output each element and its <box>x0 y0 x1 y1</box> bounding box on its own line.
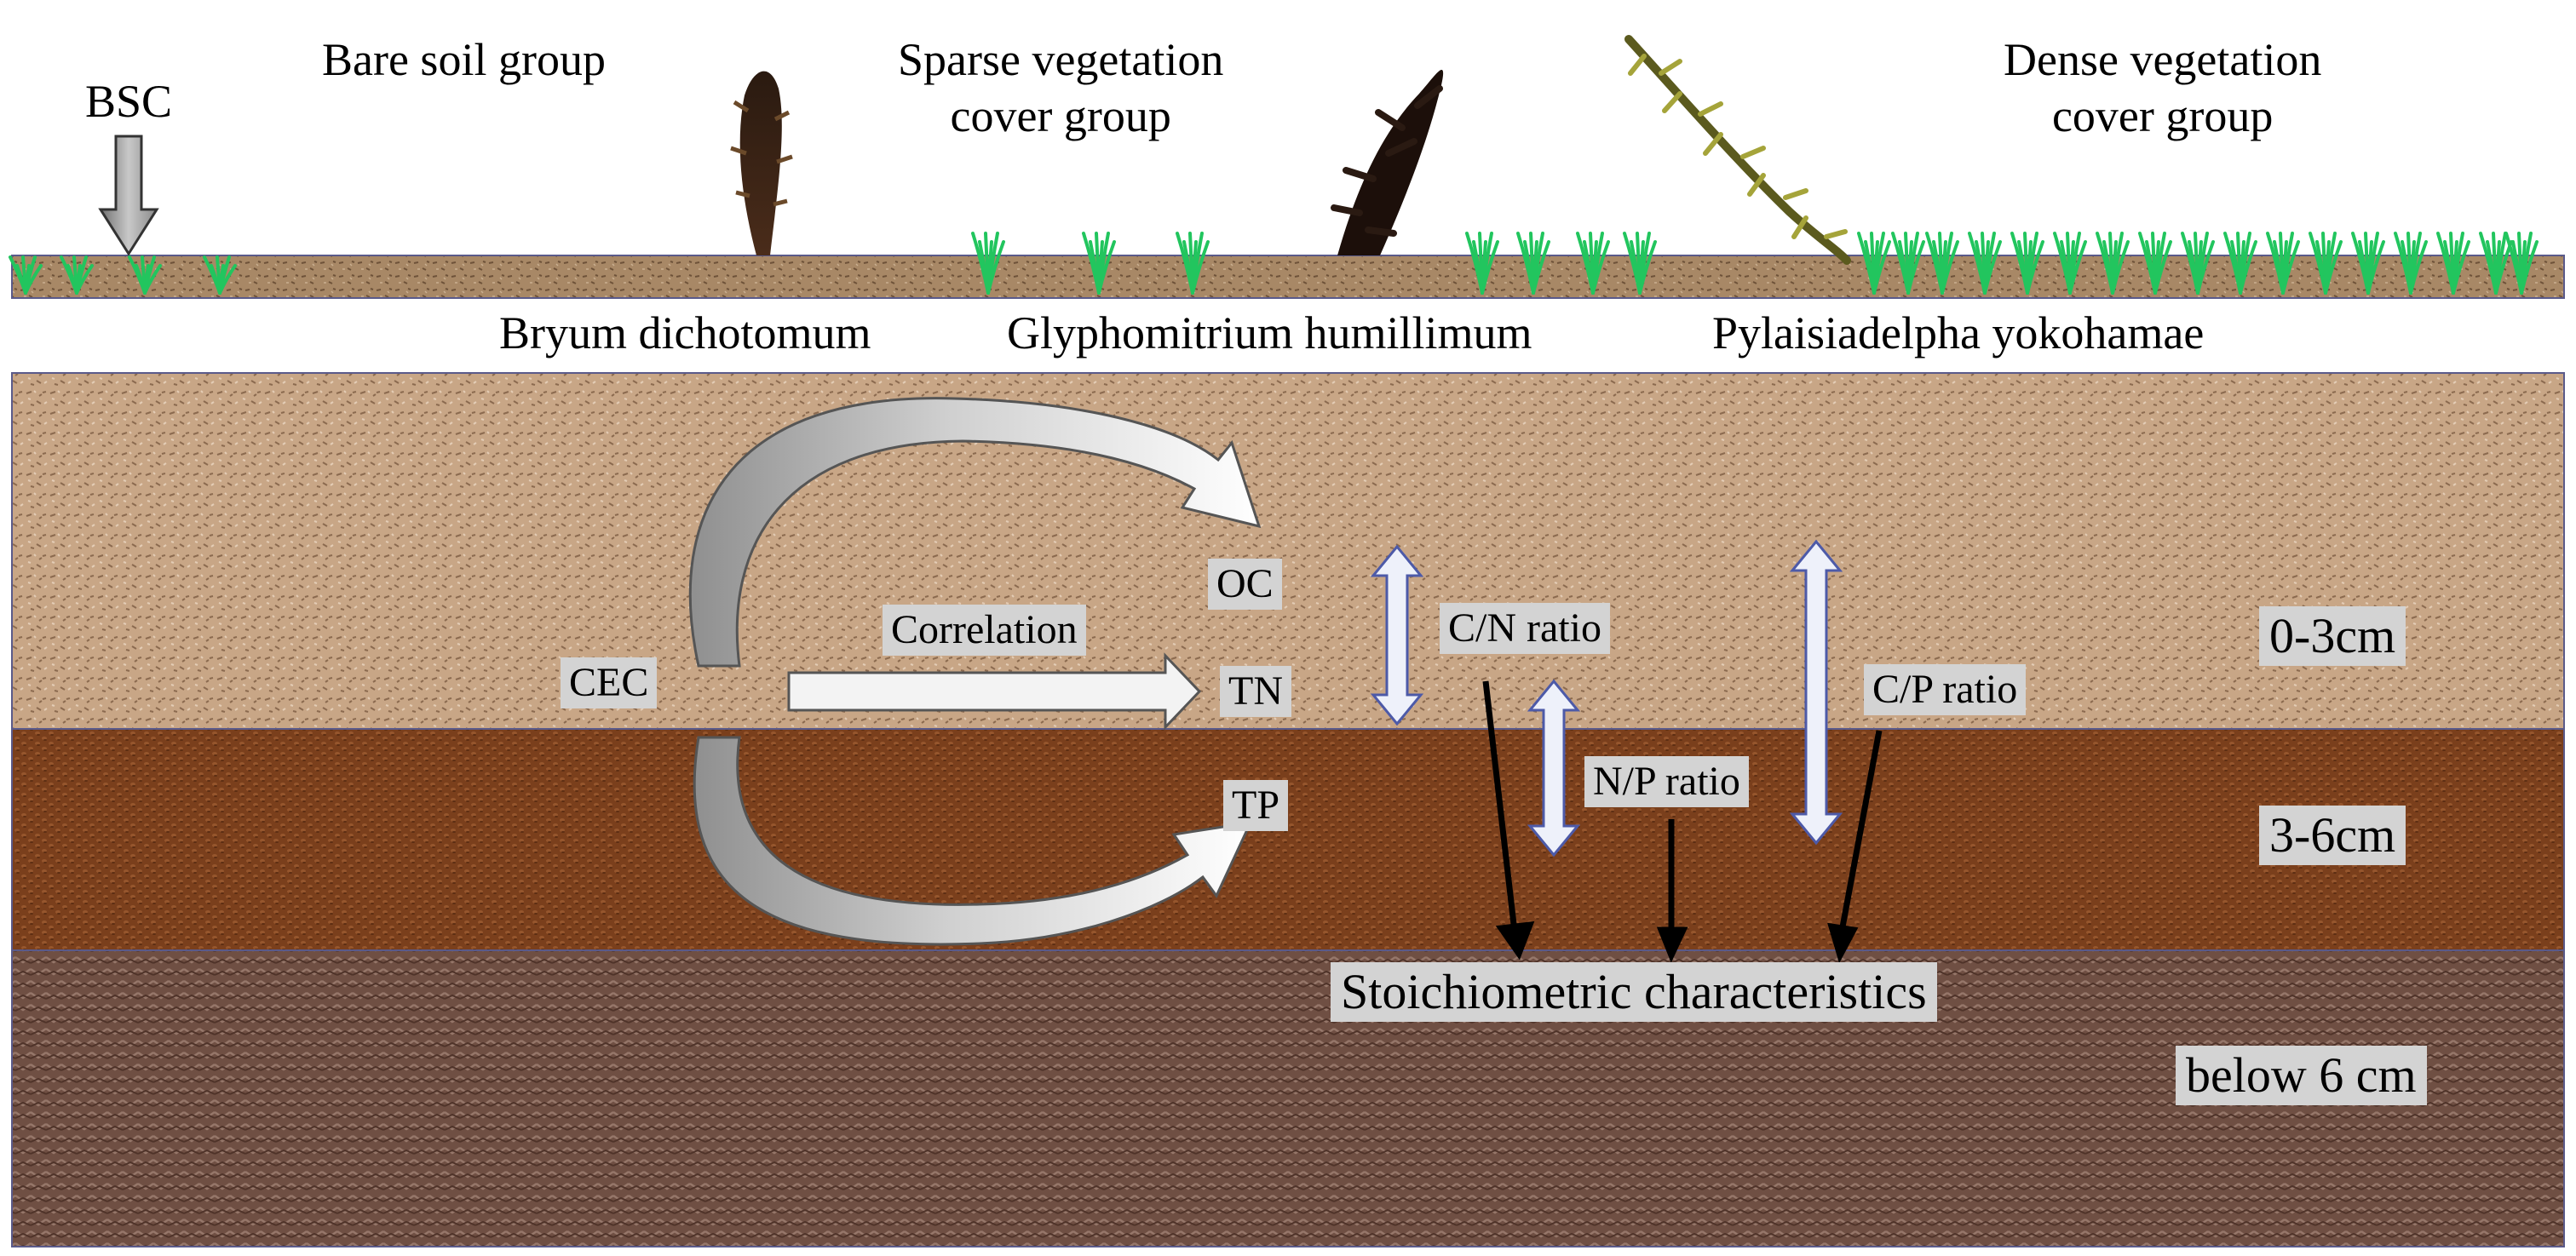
group-label-dense-line1: Dense vegetation <box>2004 34 2322 85</box>
group-label-dense-line2: cover group <box>2051 89 2274 141</box>
layer-label-below-6cm: below 6 cm <box>2176 1046 2427 1105</box>
grass-tuft-icon <box>2394 232 2428 295</box>
grass-tuft-icon <box>2479 232 2513 295</box>
grass-tufts <box>9 232 2539 295</box>
grass-tuft-icon <box>2351 232 2385 295</box>
moss-bryum-icon <box>730 71 793 255</box>
node-oc: OC <box>1208 559 1282 610</box>
grass-tuft-icon <box>2504 232 2539 295</box>
group-label-sparse-line1: Sparse vegetation <box>898 34 1224 85</box>
grass-tuft-icon <box>128 255 162 295</box>
grass-tuft-icon <box>2266 232 2300 295</box>
grass-tuft-icon <box>1857 232 1891 295</box>
grass-tuft-icon <box>1176 232 1210 295</box>
grass-tuft-icon <box>1891 232 1925 295</box>
grass-tuft-icon <box>2053 232 2087 295</box>
grass-tuft-icon <box>60 255 94 295</box>
moss-pylaisiadelpha-icon <box>1624 35 1851 265</box>
soil-layer-below-6cm <box>11 949 2565 1247</box>
species-label-bryum: Bryum dichotomum <box>499 307 871 358</box>
double-arrow-cn <box>1370 544 1424 726</box>
moss-glyphomitrium-icon <box>1331 70 1444 255</box>
species-label-pylaisiadelpha: Pylaisiadelpha yokohamae <box>1712 307 2205 358</box>
layer-label-0-3cm: 0-3cm <box>2259 606 2406 666</box>
bsc-arrow-icon <box>98 135 159 256</box>
grass-tuft-icon <box>1465 232 1499 295</box>
grass-tuft-icon <box>203 255 237 295</box>
double-arrow-cp <box>1789 539 1843 846</box>
bsc-label: BSC <box>85 76 173 127</box>
species-label-glyphomitrium: Glyphomitrium humillimum <box>1007 307 1532 358</box>
node-np-ratio: N/P ratio <box>1584 756 1749 807</box>
grass-tuft-icon <box>1576 232 1610 295</box>
node-cp-ratio: C/P ratio <box>1864 664 2027 715</box>
curved-arrow-to-tp <box>693 736 1253 946</box>
node-cn-ratio: C/N ratio <box>1440 603 1610 654</box>
grass-tuft-icon <box>1082 232 1116 295</box>
grass-tuft-icon <box>2138 232 2172 295</box>
node-tp: TP <box>1223 780 1289 831</box>
surface-soil-strip <box>11 255 2565 299</box>
grass-tuft-icon <box>2309 232 2343 295</box>
node-cec: CEC <box>561 657 658 708</box>
group-label-bare-soil: Bare soil group <box>322 34 606 85</box>
layer-label-3-6cm: 3-6cm <box>2259 806 2406 865</box>
group-label-sparse-line2: cover group <box>950 89 1171 141</box>
double-arrow-np <box>1527 679 1581 857</box>
grass-tuft-icon <box>2010 232 2044 295</box>
correlation-arrow <box>787 652 1202 731</box>
group-label-sparse-vegetation: Sparse vegetation cover group <box>898 32 1223 145</box>
grass-tuft-icon <box>971 232 1005 295</box>
stoich-arrows <box>1482 680 1883 964</box>
grass-tuft-icon <box>2436 232 2470 295</box>
grass-tuft-icon <box>1623 232 1657 295</box>
grass-tuft-icon <box>2181 232 2215 295</box>
grass-tuft-icon <box>1968 232 2002 295</box>
grass-tuft-icon <box>2096 232 2130 295</box>
grass-tuft-icon <box>2223 232 2257 295</box>
grass-tuft-icon <box>1925 232 1959 295</box>
grass-tuft-icon <box>9 255 43 295</box>
node-correlation: Correlation <box>883 605 1086 656</box>
soil-layer-3-6cm <box>11 728 2565 951</box>
grass-tuft-icon <box>1516 232 1550 295</box>
curved-arrow-to-oc <box>688 397 1262 668</box>
group-label-dense-vegetation: Dense vegetation cover group <box>2004 32 2321 145</box>
node-tn: TN <box>1220 666 1291 717</box>
node-stoichiometric: Stoichiometric characteristics <box>1331 962 1937 1022</box>
